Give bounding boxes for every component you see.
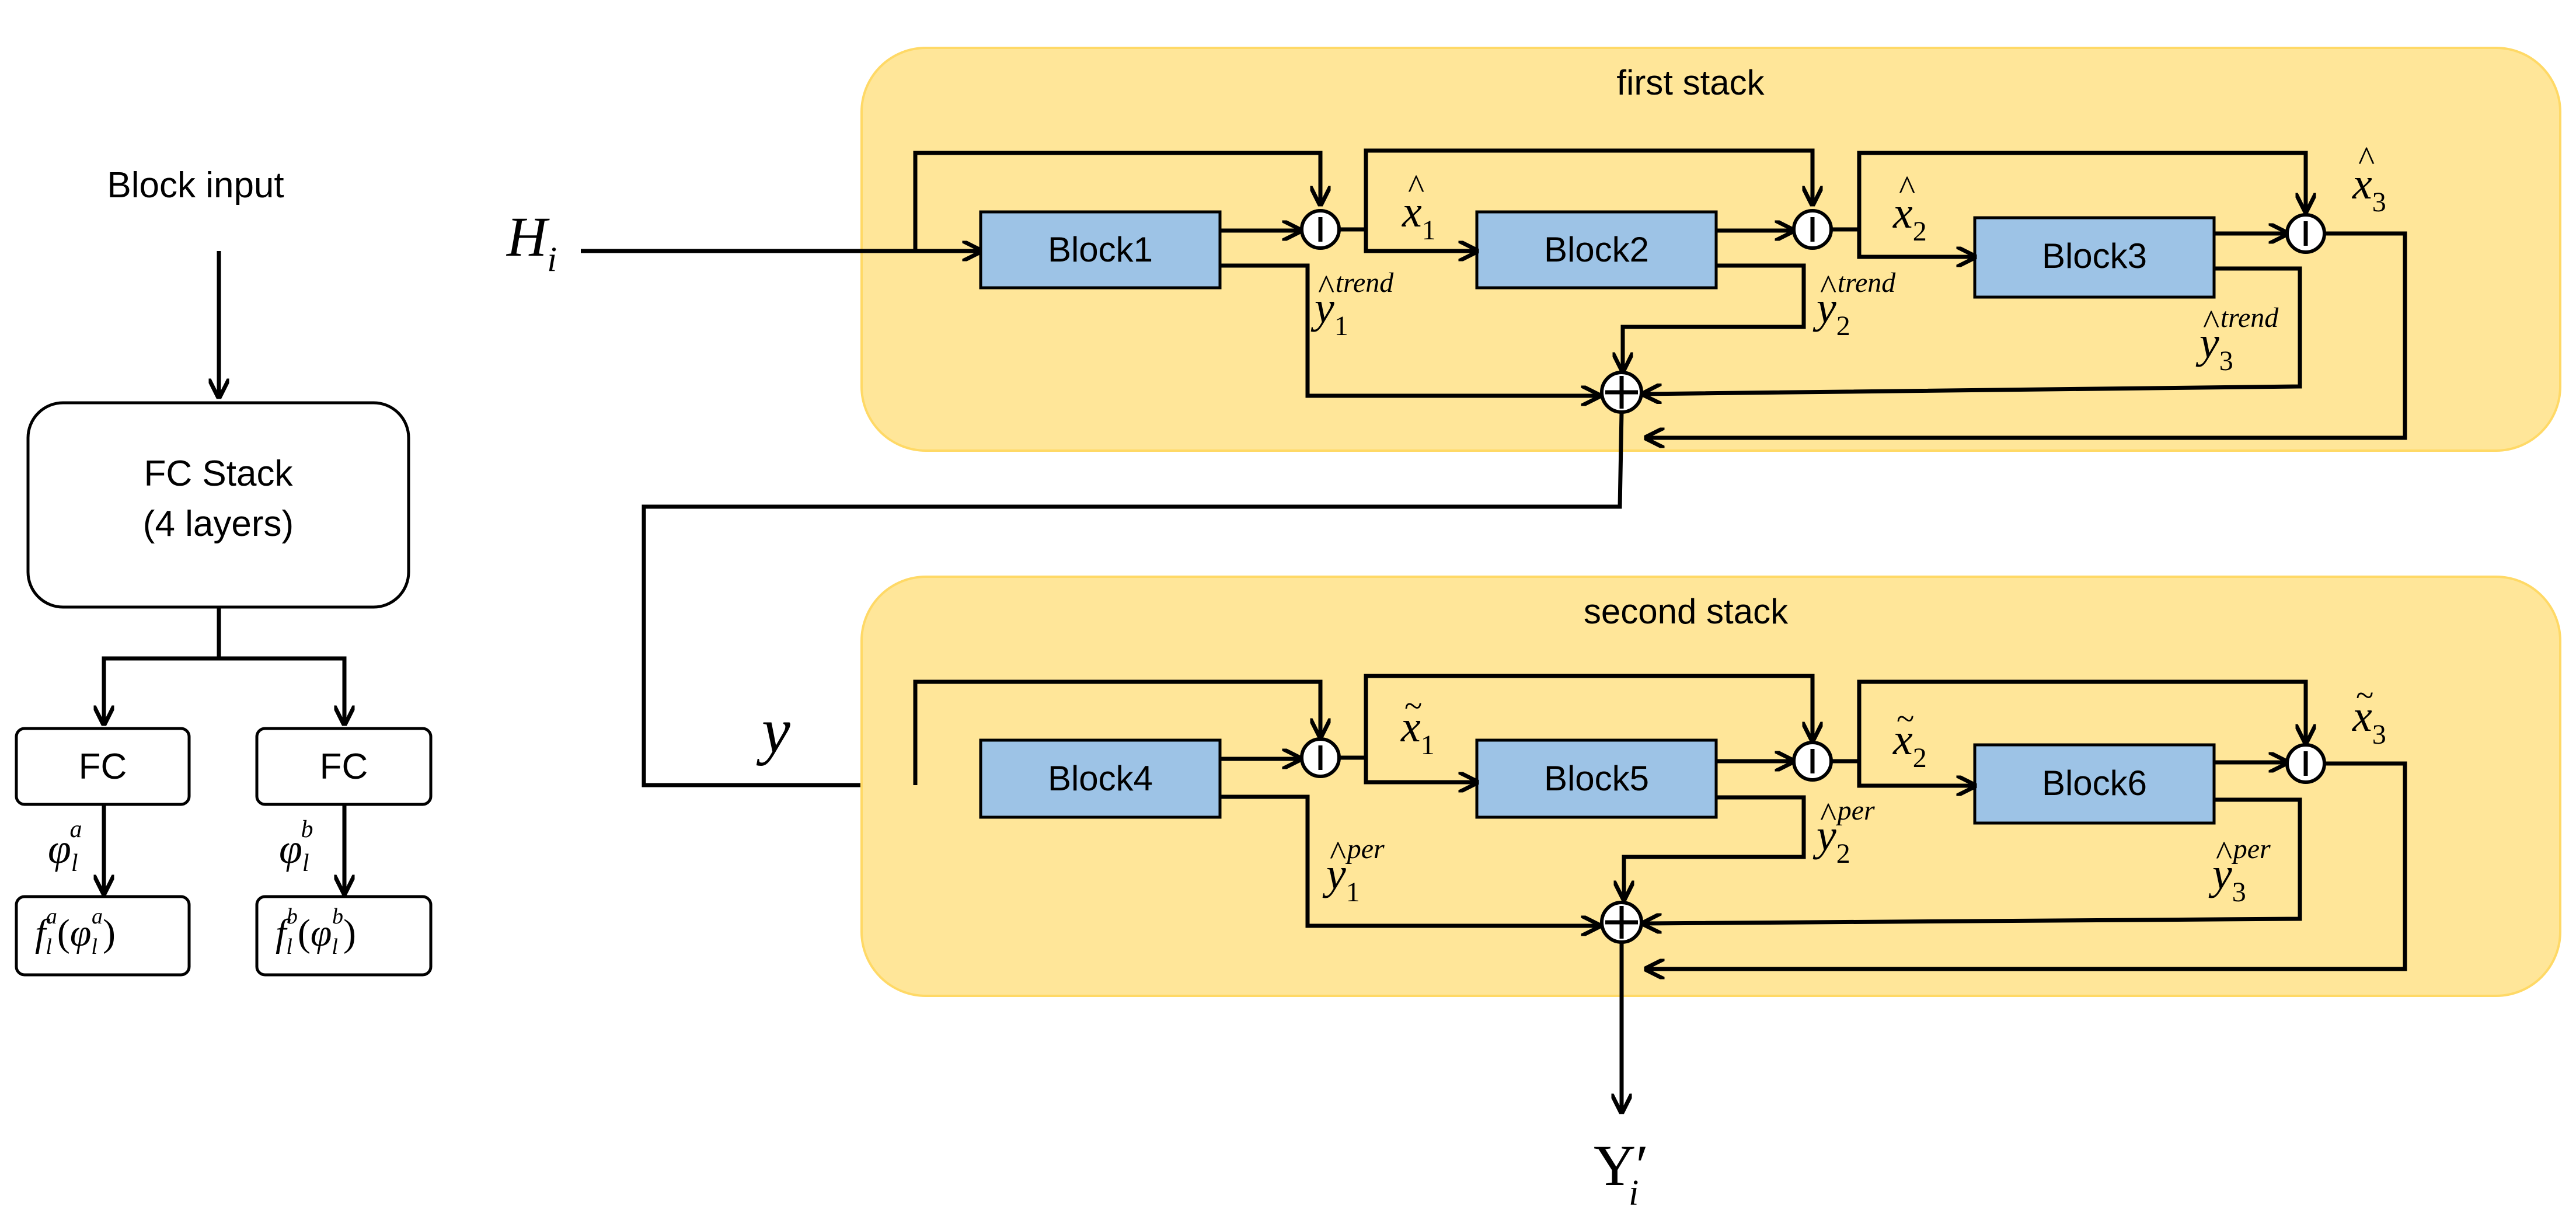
sum-node-icon bbox=[1600, 901, 1643, 944]
skip-wire-6 bbox=[1857, 679, 2306, 766]
fc-b-label: FC bbox=[320, 747, 368, 787]
f-b-box bbox=[255, 895, 433, 977]
subtract-node-icon bbox=[2285, 213, 2326, 254]
x-tilde-2-accent: ~ bbox=[1897, 701, 1914, 737]
subtract-node-icon bbox=[2285, 743, 2326, 784]
output-label: Y′i bbox=[1594, 1133, 1648, 1213]
y-hat-3-trend-label: y3trend bbox=[2195, 302, 2279, 377]
second-stack-title: second stack bbox=[1584, 592, 1789, 631]
forecast-wire-4 bbox=[1220, 794, 1599, 926]
forecast-wire-3 bbox=[1643, 266, 2302, 394]
block2-box bbox=[1475, 210, 1718, 290]
first-stack: first stack Hi Block1 Block2 Block3 bbox=[506, 47, 2561, 452]
fc-a-box bbox=[15, 727, 191, 806]
phi-b-label: φlb bbox=[279, 816, 313, 877]
y-hat-3-per-label: y3per bbox=[2208, 834, 2271, 908]
residual-wire-4 bbox=[1339, 755, 1477, 782]
y-hat-6-accent: ^ bbox=[2216, 834, 2232, 873]
x-tilde-2-label: x2 bbox=[1892, 715, 1927, 773]
input-label: Hi bbox=[506, 205, 557, 278]
fc-a-label: FC bbox=[79, 747, 127, 787]
block2-label: Block2 bbox=[1544, 230, 1649, 269]
y-hat-1-per-label: y1per bbox=[1322, 834, 1385, 908]
y-hat-1-trend-label: y1trend bbox=[1310, 267, 1394, 341]
sum-node-icon bbox=[1600, 371, 1643, 414]
block5-box bbox=[1475, 738, 1718, 819]
fc-stack-line1: FC Stack bbox=[144, 454, 294, 494]
stack-connector-wire bbox=[642, 412, 1624, 785]
forecast-wire-2 bbox=[1623, 263, 1806, 371]
phi-a-label: φla bbox=[48, 816, 82, 877]
block5-label: Block5 bbox=[1544, 759, 1649, 798]
subtract-node-icon bbox=[1300, 209, 1341, 250]
y-hat-1-accent: ^ bbox=[1318, 268, 1334, 306]
f-b-label: flb(φlb) bbox=[276, 904, 356, 959]
block4-label: Block4 bbox=[1048, 759, 1153, 798]
block3-label: Block3 bbox=[2042, 236, 2147, 276]
block1-box bbox=[979, 210, 1222, 290]
skip-wire-1 bbox=[913, 151, 1320, 251]
subtract-node-icon bbox=[1300, 737, 1341, 778]
residual-wire-1 bbox=[1339, 227, 1477, 251]
fc-b-box bbox=[255, 727, 433, 806]
split-wire-right bbox=[219, 656, 344, 724]
x-tilde-1-accent: ~ bbox=[1404, 688, 1422, 724]
second-stack: second stack Block4 Block5 Block6 bbox=[860, 576, 2561, 997]
y-hat-2-trend-label: y2trend bbox=[1812, 267, 1896, 341]
block-input-label: Block input bbox=[107, 165, 284, 205]
skip-wire-2 bbox=[1364, 148, 1812, 231]
y-hat-5-accent: ^ bbox=[1820, 796, 1836, 834]
forecast-wire-1 bbox=[1220, 263, 1599, 396]
subtract-node-icon bbox=[1792, 741, 1833, 782]
block4-box bbox=[979, 738, 1222, 819]
forecast-wire-5 bbox=[1624, 795, 1806, 899]
forecast-wire-6 bbox=[1643, 797, 2302, 923]
x-hat-1-accent: ^ bbox=[1408, 168, 1424, 206]
residual-wire-3 bbox=[1646, 231, 2407, 438]
subtract-node-icon bbox=[1792, 209, 1833, 250]
residual-wire-5 bbox=[1831, 759, 1975, 786]
y-hat-2-per-label: y2per bbox=[1812, 795, 1875, 869]
skip-wire-4 bbox=[913, 679, 1320, 785]
x-hat-2-label: x2 bbox=[1892, 189, 1927, 247]
residual-wire-2 bbox=[1831, 227, 1975, 257]
residual-wire-6 bbox=[1646, 761, 2407, 969]
y-label: y bbox=[756, 695, 790, 766]
y-hat-4-accent: ^ bbox=[1330, 834, 1346, 873]
block6-label: Block6 bbox=[2042, 764, 2147, 803]
y-hat-3-accent: ^ bbox=[2203, 303, 2219, 341]
skip-wire-3 bbox=[1857, 151, 2306, 231]
block1-label: Block1 bbox=[1048, 230, 1153, 269]
x-hat-1-label: x1 bbox=[1402, 187, 1436, 246]
x-hat-3-accent: ^ bbox=[2358, 140, 2375, 178]
fc-stack-line2: (4 layers) bbox=[143, 504, 294, 544]
x-tilde-1-label: x1 bbox=[1400, 702, 1435, 761]
x-tilde-3-label: x3 bbox=[2352, 692, 2386, 750]
skip-wire-5 bbox=[1364, 674, 1812, 764]
f-a-box bbox=[15, 895, 191, 977]
x-tilde-3-accent: ~ bbox=[2356, 678, 2373, 714]
split-wire bbox=[104, 608, 221, 724]
block3-box bbox=[1973, 216, 2216, 299]
x-hat-2-accent: ^ bbox=[1899, 169, 1915, 207]
fc-stack-box bbox=[26, 401, 410, 609]
y-hat-2-accent: ^ bbox=[1820, 268, 1836, 306]
x-hat-3-label: x3 bbox=[2352, 159, 2386, 218]
first-stack-title: first stack bbox=[1616, 63, 1765, 102]
left-panel: Block input FC Stack (4 layers) FC FC φl… bbox=[15, 165, 433, 977]
